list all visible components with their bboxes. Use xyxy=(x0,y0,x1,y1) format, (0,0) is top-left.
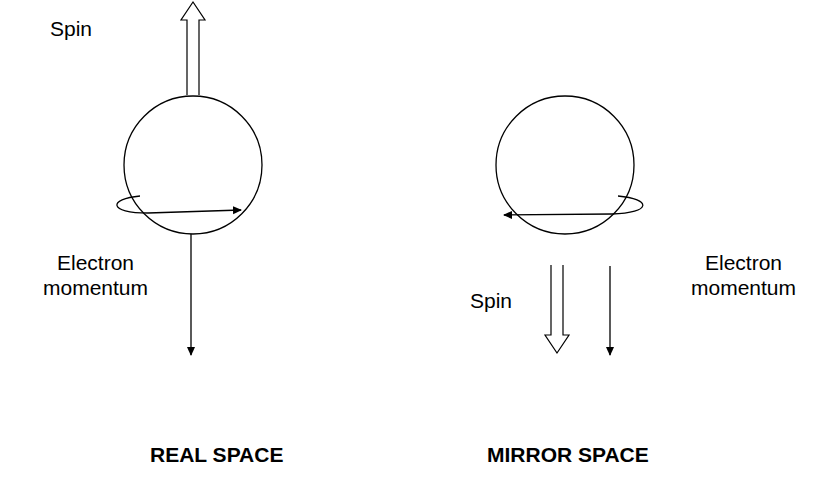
panel-title: REAL SPACE xyxy=(150,442,283,467)
momentum-arrow xyxy=(190,234,191,355)
momentum-label: Electron momentum xyxy=(676,250,811,300)
spin-label: Spin xyxy=(50,16,92,41)
rotation-arrow xyxy=(117,196,241,213)
momentum-label: Electron momentum xyxy=(33,250,158,300)
rotation-arrow xyxy=(504,196,643,215)
panel-title: MIRROR SPACE xyxy=(487,442,649,467)
momentum-arrow xyxy=(609,266,610,355)
spin-arrow xyxy=(545,265,569,353)
particle-circle xyxy=(496,96,634,234)
spin-arrow xyxy=(181,2,205,95)
spin-label: Spin xyxy=(470,288,512,313)
